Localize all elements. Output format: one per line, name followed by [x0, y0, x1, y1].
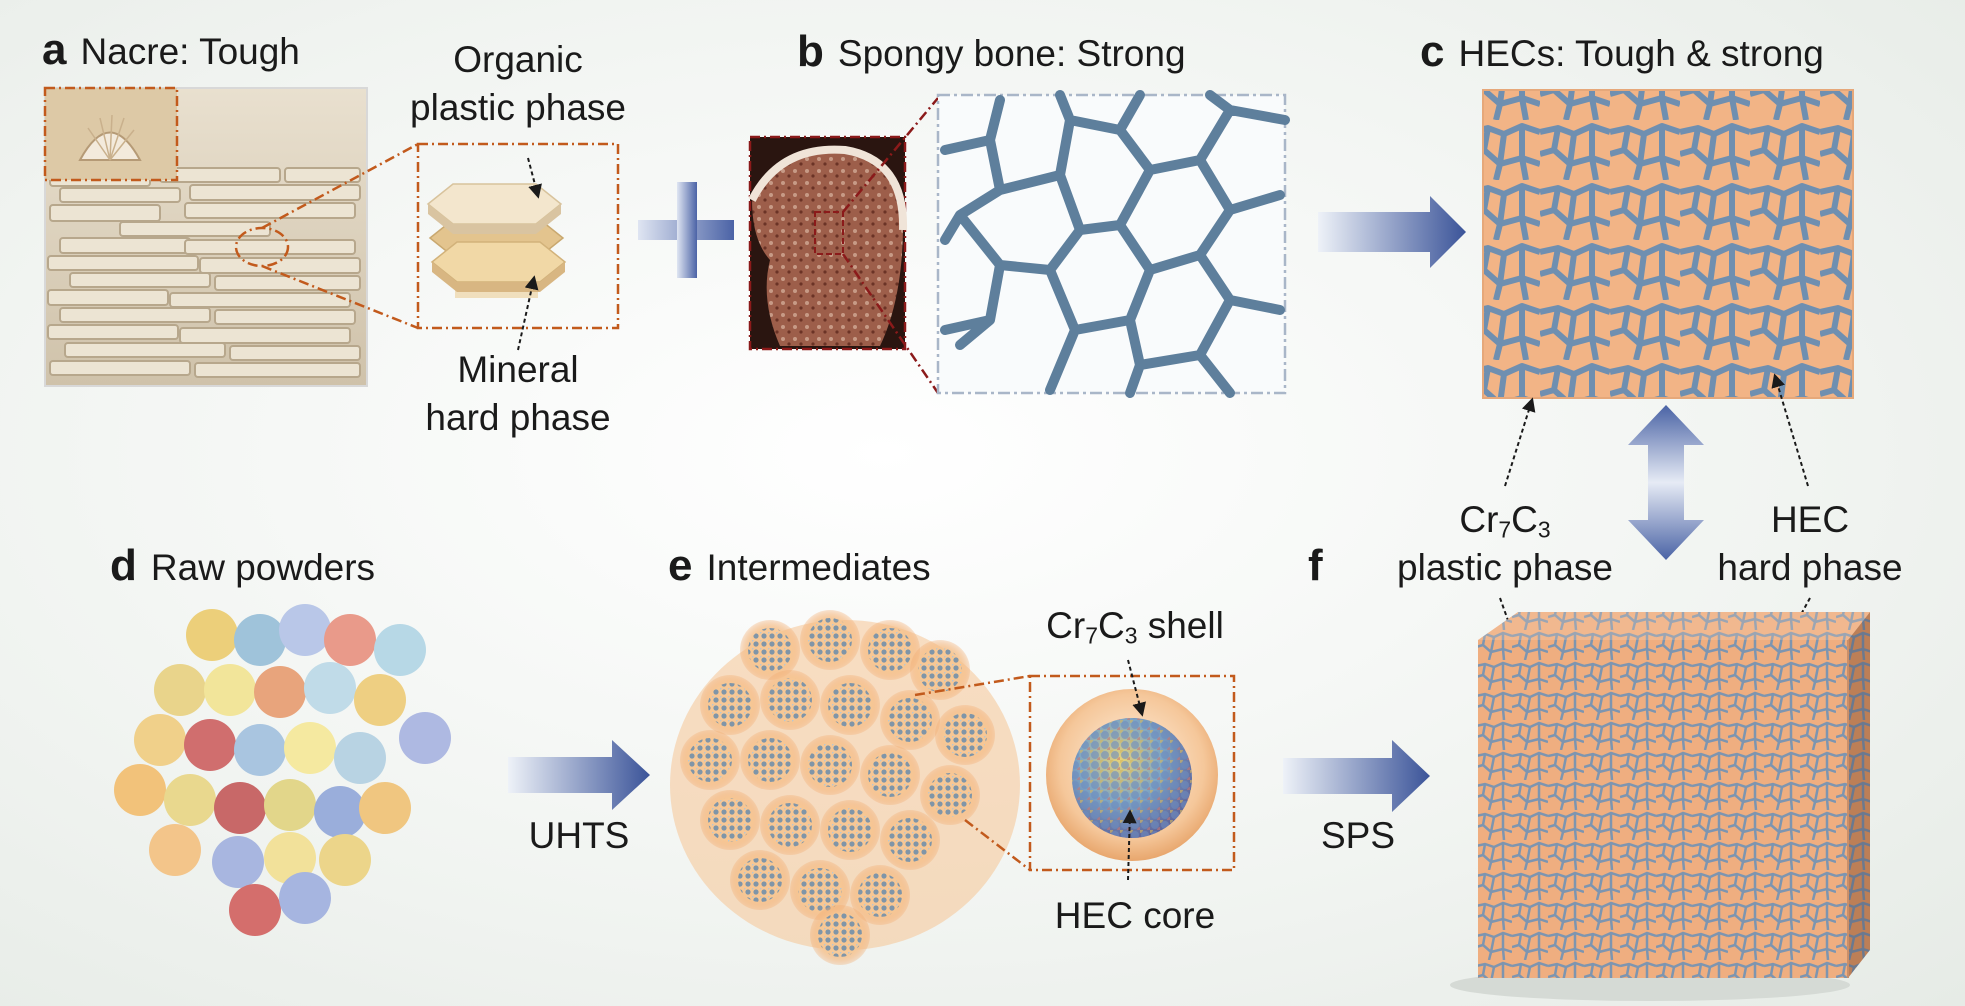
organic-plastic-phase-label: Organic plastic phase [410, 39, 626, 129]
hexagon-plates [426, 183, 567, 298]
arrow-sps [1283, 740, 1430, 812]
double-arrow-vertical [1628, 405, 1704, 560]
nacre-photo [43, 86, 368, 387]
core-shell-particle [1046, 689, 1218, 861]
uhts-label: UHTS [528, 815, 630, 856]
raw-powders [114, 604, 451, 936]
arrow-uhts [508, 740, 650, 810]
hec-cube [1450, 612, 1870, 1001]
bone-network [936, 90, 1290, 398]
cr7c3-shell-label: Cr7C3 shell [1046, 605, 1224, 649]
cr7c3-plastic-phase-label: Cr7C3 plastic phase [1397, 499, 1613, 589]
bone-photo [748, 135, 908, 351]
intermediates-cluster [670, 610, 1020, 965]
hec-core-label: HEC core [1054, 895, 1216, 936]
mineral-hard-phase-label: Mineral hard phase [425, 349, 611, 439]
hec-hard-phase-label: HEC hard phase [1717, 499, 1903, 589]
seashell-inset [43, 86, 179, 182]
arrow-b-to-c [1318, 196, 1466, 268]
sps-label: SPS [1320, 815, 1396, 856]
plus-icon [638, 182, 734, 278]
panel-f-title: f [1308, 541, 1323, 590]
hec-microstructure [1482, 89, 1854, 399]
nacre-zoom-callout [261, 142, 620, 330]
bone-zoom-callout [841, 97, 940, 394]
